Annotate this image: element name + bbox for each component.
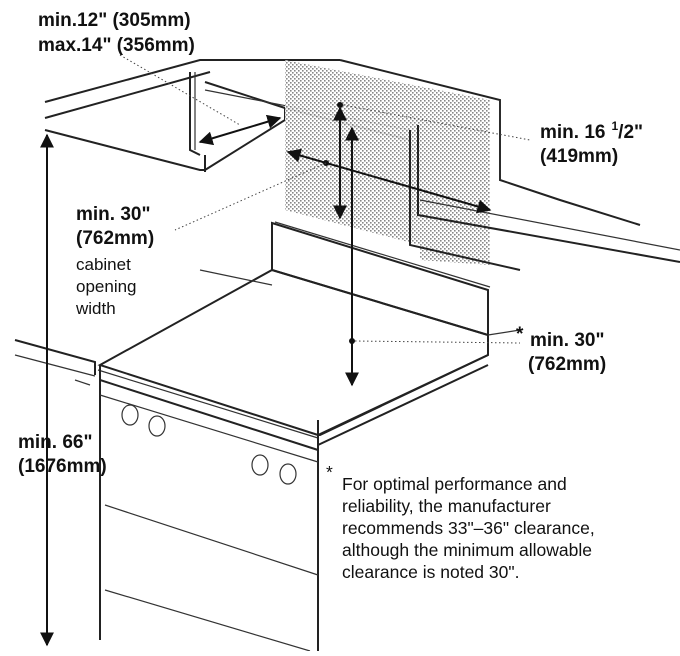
control-knob[interactable]	[121, 404, 139, 426]
label-depth-max: max.14" (356mm)	[38, 35, 195, 56]
dimension-hood-clearance	[345, 126, 521, 387]
control-knob[interactable]	[148, 415, 166, 437]
footnote-line: although the minimum allowable	[342, 540, 592, 560]
footnote-line: recommends 33"–36" clearance,	[342, 518, 595, 538]
footnote: * For optimal performance and reliabilit…	[326, 462, 595, 582]
footnote-line: For optimal performance and	[342, 474, 567, 494]
footnote-line: reliability, the manufacturer	[342, 496, 551, 516]
label-hood-clearance-mm: (762mm)	[528, 354, 606, 375]
label-width-mm: (762mm)	[76, 228, 154, 249]
label-hood-clearance: min. 30"	[530, 330, 604, 351]
footnote-asterisk: *	[326, 462, 333, 482]
control-knob[interactable]	[279, 463, 297, 485]
countertop-right	[317, 329, 521, 446]
label-width-caption: opening	[76, 277, 137, 296]
label-width: min. 30"	[76, 204, 150, 225]
label-upper-clearance-mm: (419mm)	[540, 146, 618, 167]
label-floor-clearance: min. 66"	[18, 432, 92, 453]
countertop-left	[14, 269, 273, 386]
label-floor-clearance-mm: (1676mm)	[18, 456, 107, 477]
dimension-depth	[119, 54, 282, 146]
label-width-caption: cabinet	[76, 255, 131, 274]
label-depth-min: min.12" (305mm)	[38, 10, 191, 31]
range-body	[99, 365, 319, 652]
control-knob[interactable]	[251, 454, 269, 476]
label-width-caption: width	[75, 299, 116, 318]
dimension-cabinet-width	[174, 148, 492, 231]
footnote-line: clearance is noted 30".	[342, 562, 519, 582]
label-hood-asterisk: *	[516, 324, 524, 345]
